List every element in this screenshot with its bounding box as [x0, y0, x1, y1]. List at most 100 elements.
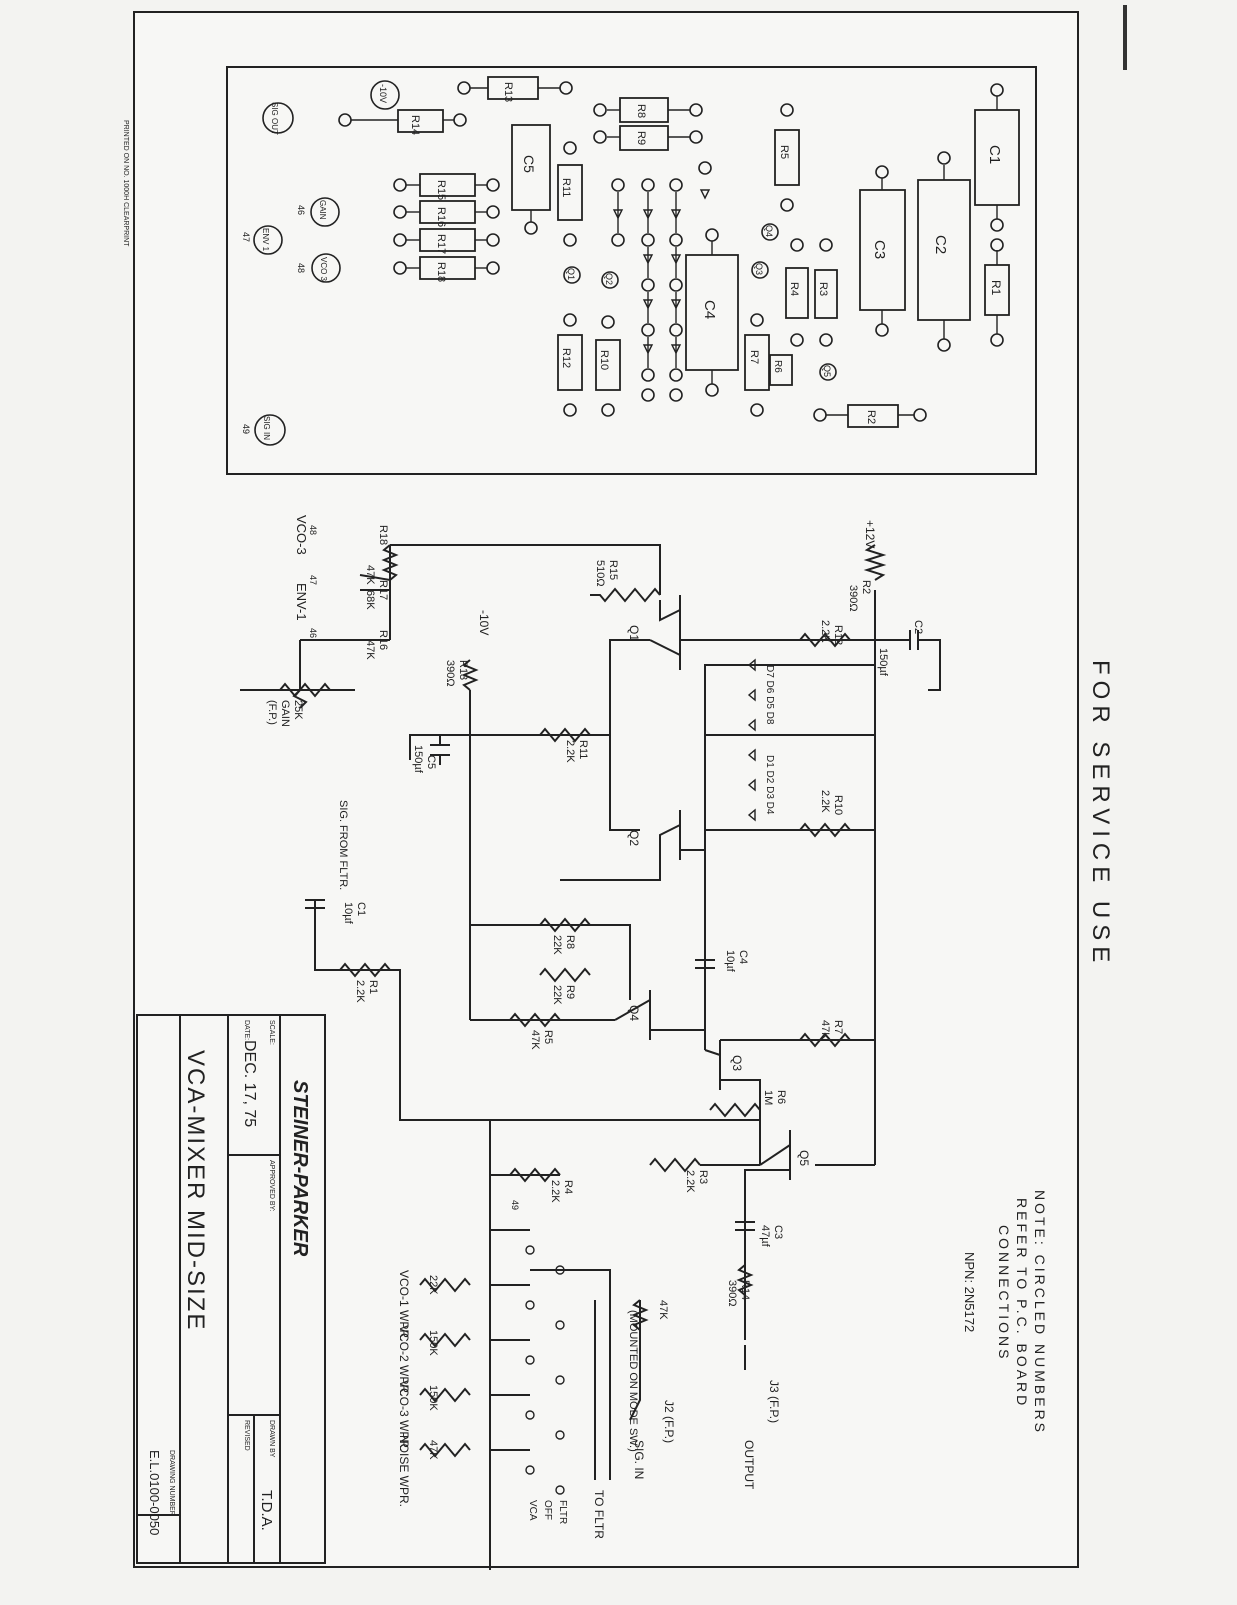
- title-block-date: DEC. 17, 75: [241, 1040, 258, 1127]
- title-block-scale-label: SCALE:: [268, 1020, 275, 1045]
- pcb-pad-vco3-label: VCO 3: [319, 257, 328, 282]
- pcb-pad-minus10v: -10V: [370, 80, 400, 110]
- label-vco3: VCO-3: [294, 515, 309, 555]
- label-r18-val: 47K: [364, 565, 376, 585]
- label-r11-val: 2.2K: [564, 740, 576, 763]
- pcb-pad-sig-out-label: SIG OUT: [270, 102, 279, 135]
- label-q1: Q1: [627, 625, 641, 641]
- label-c4: C4: [737, 950, 749, 964]
- pcb-transistor-q5: Q5: [819, 363, 837, 381]
- label-plus12v: +12V: [863, 520, 877, 548]
- title-block-revised-label: REVISED: [243, 1420, 250, 1451]
- label-j2: J2 (F.P.): [662, 1400, 676, 1443]
- label-gain-2: GAIN: [279, 700, 291, 727]
- note-line2: REFER TO P.C. BOARD: [1014, 1198, 1030, 1408]
- pcb-q1-label: Q1: [566, 268, 576, 280]
- label-r7-val: 47K: [819, 1020, 831, 1040]
- pcb-r9-label: R9: [635, 131, 647, 145]
- title-block-date-label: DATE:: [243, 1020, 250, 1040]
- pcb-resistor-r13: R13: [470, 76, 560, 102]
- label-r11: R11: [577, 740, 589, 759]
- pcb-resistor-r2: R2: [825, 404, 915, 428]
- pcb-cap-c3-label: C3: [871, 240, 888, 259]
- schematic-labels: +12V R2 390Ω C2 150µf R12 2.2K D7 D6 D5 …: [266, 515, 924, 1539]
- pcb-resistor-r12: R12: [557, 334, 583, 391]
- label-r10-val: 2.2K: [819, 790, 831, 813]
- label-r7: R7: [832, 1020, 844, 1034]
- label-r17: R17: [377, 580, 389, 600]
- pcb-resistor-stack: R15 R16 R17 R18: [393, 173, 500, 282]
- pcb-resistor-r5: R5: [774, 129, 800, 186]
- label-gain-1: 25K: [292, 700, 304, 720]
- label-r5: R5: [542, 1030, 554, 1044]
- note-line3: CONNECTIONS: [996, 1225, 1012, 1361]
- label-r2: R2: [860, 580, 872, 594]
- pcb-resistor-r8: R8: [607, 97, 690, 123]
- label-r14-val: 390Ω: [726, 1280, 738, 1307]
- pcb-diode-array: [611, 161, 712, 402]
- pcb-transistor-q3: Q3: [751, 261, 769, 279]
- label-diodes-top: D7 D6 D5 D8: [764, 665, 775, 725]
- label-r8: R8: [564, 935, 576, 949]
- title-block: STEINER-PARKER SCALE: DATE: DEC. 17, 75 …: [136, 1014, 326, 1564]
- pcb-pad-minus10v-label: -10V: [378, 84, 388, 103]
- pcb-r4-label: R4: [788, 282, 800, 296]
- wpr-2-name: VCO-3 WPR.: [397, 1380, 411, 1451]
- label-c2: C2: [912, 620, 924, 634]
- label-n48: 48: [308, 525, 318, 535]
- wpr-2-val: 150K: [427, 1385, 439, 1411]
- label-output: OUTPUT: [742, 1440, 756, 1490]
- label-n46: 46: [308, 628, 318, 638]
- pcb-cap-c1: C1: [974, 95, 1020, 220]
- pcb-pad-47-label: 47: [241, 232, 251, 242]
- label-r12: R12: [832, 625, 844, 645]
- label-minus10v: -10V: [477, 610, 491, 635]
- pcb-pad-sig-out: SIG OUT: [262, 102, 294, 135]
- wpr-0-val: 22K: [427, 1275, 439, 1295]
- pcb-r7-label: R7: [748, 350, 760, 364]
- pcb-resistor-r1: R1: [984, 250, 1010, 335]
- pcb-r8-label: R8: [635, 104, 647, 118]
- pcb-cap-c2-label: C2: [932, 235, 949, 254]
- pcb-r15-label: R15: [435, 180, 447, 200]
- mode-switch: [525, 1245, 565, 1495]
- label-r10: R10: [832, 795, 844, 815]
- label-n47: 47: [308, 575, 318, 585]
- note-npn: NPN: 2N5172: [962, 1252, 977, 1332]
- label-to-fltr: TO FLTR: [592, 1490, 606, 1539]
- label-r15-val: 510Ω: [594, 560, 606, 587]
- label-r4: R4: [562, 1180, 574, 1194]
- pcb-cap-c3: C3: [859, 178, 906, 325]
- pcb-pad-46-label: 46: [296, 205, 306, 215]
- wpr-1-name: VCO-2 WPR.: [397, 1325, 411, 1396]
- pcb-q2-label: Q2: [604, 273, 614, 285]
- label-r18: R18: [377, 525, 389, 545]
- label-r17-val: 68K: [364, 590, 376, 610]
- pcb-r5-label: R5: [778, 145, 790, 159]
- pcb-cap-c4-label: C4: [701, 300, 718, 319]
- pcb-r10-label: R10: [598, 350, 610, 370]
- title-block-drawing-number-label: DRAWING NUMBER: [168, 1450, 175, 1516]
- label-r16-val: 47K: [364, 640, 376, 660]
- label-sig-in: SIG. IN: [632, 1440, 646, 1479]
- label-r16: R16: [377, 630, 389, 650]
- label-r8-val: 22K: [551, 935, 563, 955]
- pcb-cap-c2: C2: [917, 165, 971, 340]
- label-r5-val: 47K: [529, 1030, 541, 1050]
- schematic-capacitors: [305, 735, 755, 1231]
- label-r6: R6: [775, 1090, 787, 1104]
- pcb-r2-label: R2: [865, 410, 877, 424]
- pcb-pad-49-label: 49: [241, 424, 251, 434]
- pcb-resistor-r3: R3: [814, 269, 838, 319]
- title-block-approved-label: APPROVED BY:: [268, 1160, 275, 1212]
- pcb-pad-env1-label: ENV 1: [261, 228, 270, 252]
- pcb-transistor-q1: Q1: [563, 266, 581, 284]
- label-c3-val: 47µf: [759, 1225, 771, 1248]
- label-r1: R1: [367, 980, 379, 994]
- label-c1-val: 10µf: [342, 902, 354, 925]
- pcb-r13-label: R13: [502, 82, 514, 102]
- pcb-r16-label: R16: [435, 207, 447, 227]
- note-line1: NOTE: CIRCLED NUMBERS: [1032, 1190, 1048, 1435]
- pcb-pad-48-label: 48: [296, 263, 306, 273]
